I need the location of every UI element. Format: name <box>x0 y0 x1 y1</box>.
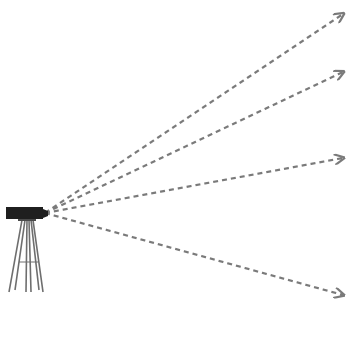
tripod-legs <box>9 220 43 292</box>
surveying-level-on-tripod-icon <box>6 207 48 292</box>
sight-line-3 <box>45 158 343 213</box>
sight-line-2 <box>45 72 343 213</box>
instrument-body <box>6 207 43 219</box>
sight-line-4 <box>45 213 343 295</box>
sight-lines <box>45 14 343 295</box>
sight-line-1 <box>45 14 343 213</box>
